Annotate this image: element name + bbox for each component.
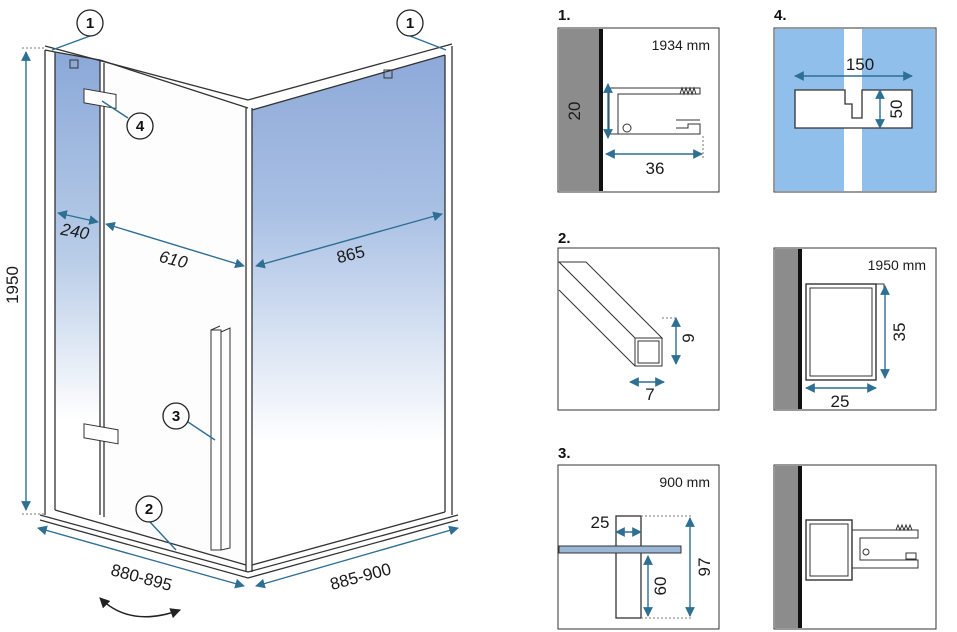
callouts: 1 1 2 3 4 xyxy=(51,9,447,551)
right-side-glass xyxy=(252,55,445,572)
svg-text:1: 1 xyxy=(406,15,414,32)
svg-text:900 mm: 900 mm xyxy=(659,474,710,490)
detail-4: 4. 150 50 xyxy=(773,7,937,193)
svg-text:36: 36 xyxy=(646,159,665,178)
detail-3: 3. 900 mm 25 97 60 xyxy=(557,445,720,630)
door-swing-arrow xyxy=(99,597,181,619)
svg-text:20: 20 xyxy=(565,102,584,121)
svg-text:150: 150 xyxy=(846,55,874,74)
svg-text:97: 97 xyxy=(695,558,714,577)
svg-text:60: 60 xyxy=(651,577,670,596)
svg-text:50: 50 xyxy=(887,100,906,119)
svg-text:9: 9 xyxy=(679,333,698,342)
detail-6 xyxy=(773,464,937,630)
enclosure-drawing xyxy=(39,43,459,579)
svg-text:1950 mm: 1950 mm xyxy=(868,257,926,273)
svg-text:7: 7 xyxy=(645,385,654,404)
svg-text:25: 25 xyxy=(591,513,610,532)
height-dimension: 1950 xyxy=(3,266,22,304)
door-glass xyxy=(100,60,248,572)
svg-text:3: 3 xyxy=(172,408,180,425)
top-hinge xyxy=(83,88,117,110)
svg-text:4.: 4. xyxy=(774,7,787,24)
detail-1: 1. 1934 mm 20 36 xyxy=(557,7,720,193)
callout-3 xyxy=(162,402,190,430)
callout-4 xyxy=(126,112,154,140)
detail-5: 1950 mm 35 25 xyxy=(773,247,937,411)
callout-1-left xyxy=(76,9,104,37)
svg-text:1934 mm: 1934 mm xyxy=(652,37,710,53)
bottom-hinge xyxy=(83,423,119,445)
callout-2 xyxy=(135,495,163,523)
svg-text:1.: 1. xyxy=(558,7,571,24)
svg-text:1: 1 xyxy=(86,15,94,32)
wall-section xyxy=(559,29,600,191)
left-fixed-glass xyxy=(55,52,100,512)
side-fixed-width: 240 xyxy=(58,220,91,244)
detail-2: 2. 9 7 xyxy=(557,230,720,411)
svg-text:25: 25 xyxy=(831,392,850,411)
svg-text:2: 2 xyxy=(145,501,153,518)
svg-text:35: 35 xyxy=(890,323,909,342)
callout-1-right xyxy=(396,9,424,37)
side-range-dimension: 885-900 xyxy=(328,559,393,594)
glass-pane-section xyxy=(558,545,682,554)
front-range-dimension: 880-895 xyxy=(109,560,174,595)
svg-text:2.: 2. xyxy=(558,230,571,247)
svg-text:4: 4 xyxy=(136,118,145,135)
svg-text:3.: 3. xyxy=(558,445,571,462)
